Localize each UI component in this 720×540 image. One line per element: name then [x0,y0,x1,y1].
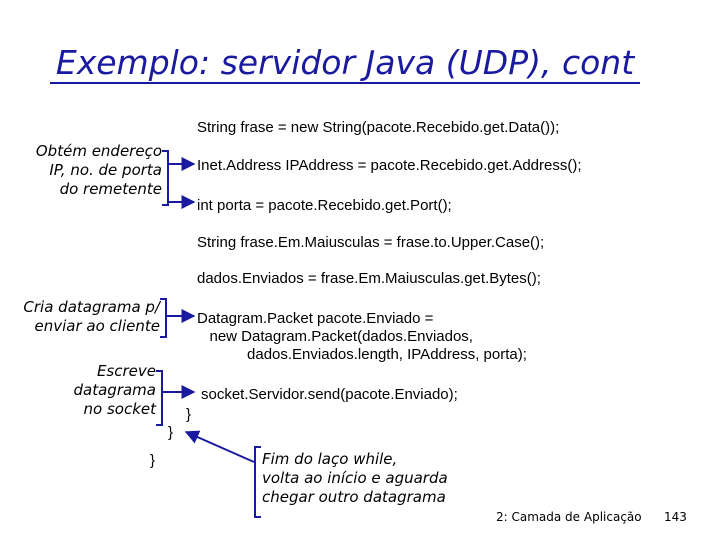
note-get-address: Obtém endereço IP, no. de porta do remet… [35,142,162,198]
closing-brace-2: } [168,424,174,441]
note-loop-end: Fim do laço while, volta ao início e agu… [262,450,448,506]
slide-title: Exemplo: servidor Java (UDP), cont [55,43,635,82]
title-underline [50,82,640,84]
bracket-get-address [162,150,169,206]
code-line-6: Datagram.Packet pacote.Enviado = [197,310,434,327]
bracket-create-datagram [160,298,167,338]
code-line-1: String frase = new String(pacote.Recebid… [197,119,560,136]
note-write-socket: Escreve datagrama no socket [73,362,156,418]
closing-brace-3: } [150,452,156,469]
code-line-7: new Datagram.Packet(dados.Enviados, [197,328,473,345]
footer-chapter: 2: Camada de Aplicação [496,510,642,524]
code-line-5: dados.Enviados = frase.Em.Maiusculas.get… [197,270,541,287]
page-number: 143 [664,510,687,524]
note-create-datagram: Cria datagrama p/ enviar ao cliente [23,298,160,335]
arrow-to-loop-brace [184,430,255,463]
bracket-write-socket [156,370,163,426]
code-line-9: socket.Servidor.send(pacote.Enviado); [201,386,458,403]
code-line-4: String frase.Em.Maiusculas = frase.to.Up… [197,234,545,251]
code-line-8: dados.Enviados.length, IPAddress, porta)… [197,346,527,363]
code-line-2: Inet.Address IPAddress = pacote.Recebido… [197,157,582,174]
code-line-3: int porta = pacote.Recebido.get.Port(); [197,197,452,214]
bracket-loop-end [254,446,261,518]
closing-brace-1: } [186,406,192,423]
